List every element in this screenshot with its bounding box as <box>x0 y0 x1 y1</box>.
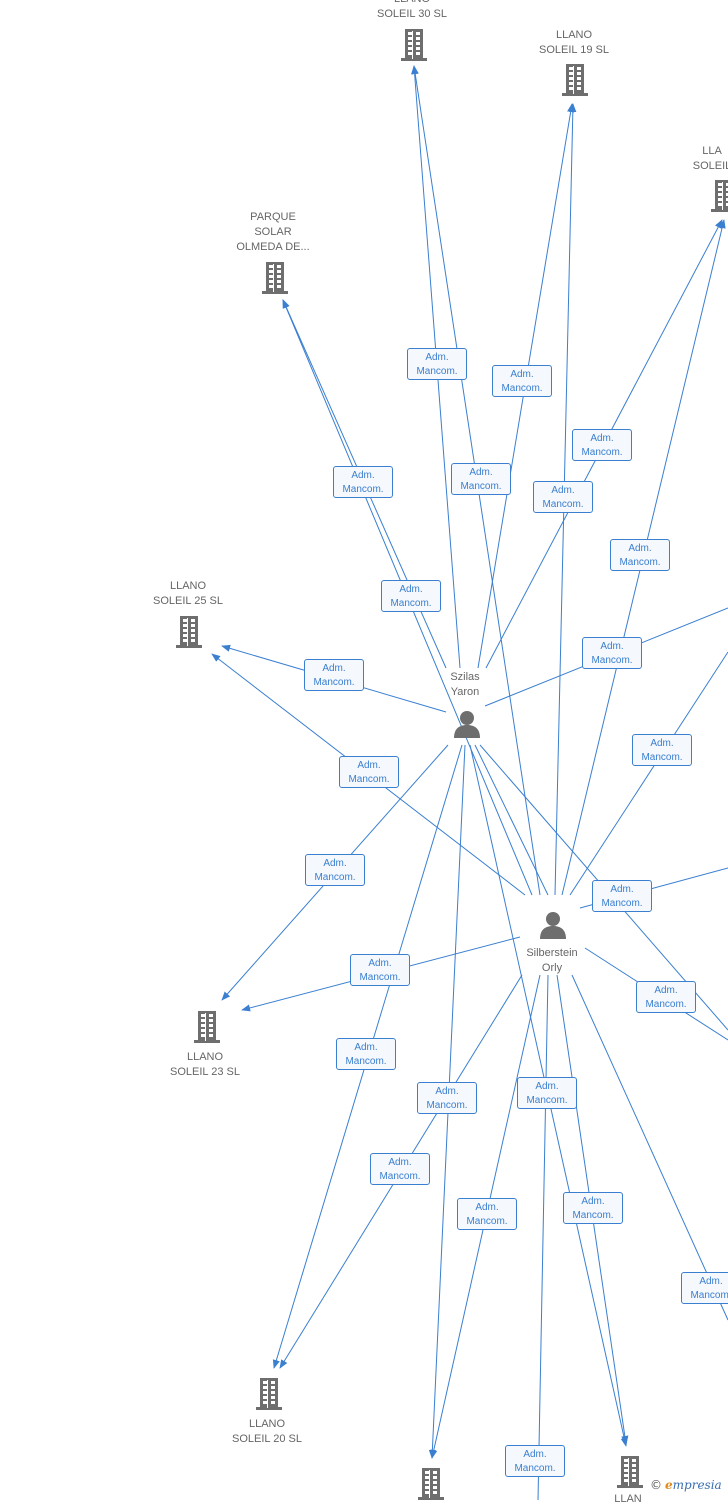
building-icon[interactable] <box>192 1009 222 1050</box>
role-label[interactable]: Adm. Mancom. <box>492 365 552 397</box>
company-name[interactable]: LLANO SOLEIL 20 SL <box>207 1417 327 1447</box>
company-name[interactable]: LLANO SOLEIL 25 SL <box>128 579 248 609</box>
relation-edge <box>569 651 728 896</box>
role-label[interactable]: Adm. Mancom. <box>457 1198 517 1230</box>
person-name[interactable]: Szilas Yaron <box>405 670 525 700</box>
role-label[interactable]: Adm. Mancom. <box>305 854 365 886</box>
person-icon[interactable] <box>452 709 482 744</box>
node-label-text: LLANO SOLEIL 23 SL <box>170 1051 240 1078</box>
role-label[interactable]: Adm. Mancom. <box>339 756 399 788</box>
building-icon[interactable] <box>416 1466 446 1507</box>
role-label[interactable]: Adm. Mancom. <box>350 954 410 986</box>
building-icon[interactable] <box>399 27 429 68</box>
brand-name: mpresia <box>672 1478 722 1492</box>
role-label[interactable]: Adm. Mancom. <box>451 463 511 495</box>
role-label[interactable]: Adm. Mancom. <box>304 659 364 691</box>
person-name[interactable]: Silberstein Orly <box>492 946 612 976</box>
role-label[interactable]: Adm. Mancom. <box>681 1272 728 1304</box>
node-label-text: Silberstein Orly <box>526 947 578 974</box>
role-label[interactable]: Adm. Mancom. <box>610 539 670 571</box>
building-icon[interactable] <box>615 1454 645 1495</box>
company-name[interactable]: PARQUE SOLAR OLMEDA DE... <box>213 210 333 255</box>
role-label[interactable]: Adm. Mancom. <box>572 429 632 461</box>
company-name[interactable]: LLANO SOLEIL 19 SL <box>514 28 634 58</box>
brand-initial: e <box>665 1478 673 1492</box>
role-label[interactable]: Adm. Mancom. <box>381 580 441 612</box>
role-label[interactable]: Adm. Mancom. <box>407 348 467 380</box>
building-icon[interactable] <box>709 178 728 219</box>
watermark: ©empresia <box>650 1478 722 1492</box>
node-label-text: LLANO SOLEIL 20 SL <box>232 1418 302 1445</box>
relation-edge <box>537 974 549 1500</box>
role-label[interactable]: Adm. Mancom. <box>533 481 593 513</box>
node-label-text: Szilas Yaron <box>450 671 480 698</box>
building-icon[interactable] <box>260 260 290 301</box>
company-name[interactable]: LLA SOLEIL <box>652 144 728 174</box>
role-label[interactable]: Adm. Mancom. <box>333 466 393 498</box>
role-label[interactable]: Adm. Mancom. <box>582 637 642 669</box>
node-label-text: LLANO SOLEIL 19 SL <box>539 29 609 56</box>
role-label[interactable]: Adm. Mancom. <box>370 1153 430 1185</box>
role-label[interactable]: Adm. Mancom. <box>563 1192 623 1224</box>
building-icon[interactable] <box>560 62 590 103</box>
building-icon[interactable] <box>254 1376 284 1417</box>
role-label[interactable]: Adm. Mancom. <box>636 981 696 1013</box>
building-icon[interactable] <box>174 614 204 655</box>
company-name[interactable]: LLANO SOLEIL 30 SL <box>352 0 472 22</box>
role-label[interactable]: Adm. Mancom. <box>505 1445 565 1477</box>
role-label[interactable]: Adm. Mancom. <box>517 1077 577 1109</box>
role-label[interactable]: Adm. Mancom. <box>592 880 652 912</box>
person-icon[interactable] <box>538 910 568 945</box>
node-label-text: PARQUE SOLAR OLMEDA DE... <box>236 211 310 253</box>
role-label[interactable]: Adm. Mancom. <box>417 1082 477 1114</box>
copyright-symbol: © <box>650 1478 662 1492</box>
node-label-text: LLA SOLEIL <box>692 145 728 172</box>
role-label[interactable]: Adm. Mancom. <box>336 1038 396 1070</box>
node-label-text: LLANO SOLEIL 25 SL <box>153 580 223 607</box>
node-label-text: LLANO SOLEIL 30 SL <box>377 0 447 20</box>
role-label[interactable]: Adm. Mancom. <box>632 734 692 766</box>
relation-edge <box>571 974 728 1321</box>
company-name[interactable]: LLANO SOLEIL 23 SL <box>145 1050 265 1080</box>
